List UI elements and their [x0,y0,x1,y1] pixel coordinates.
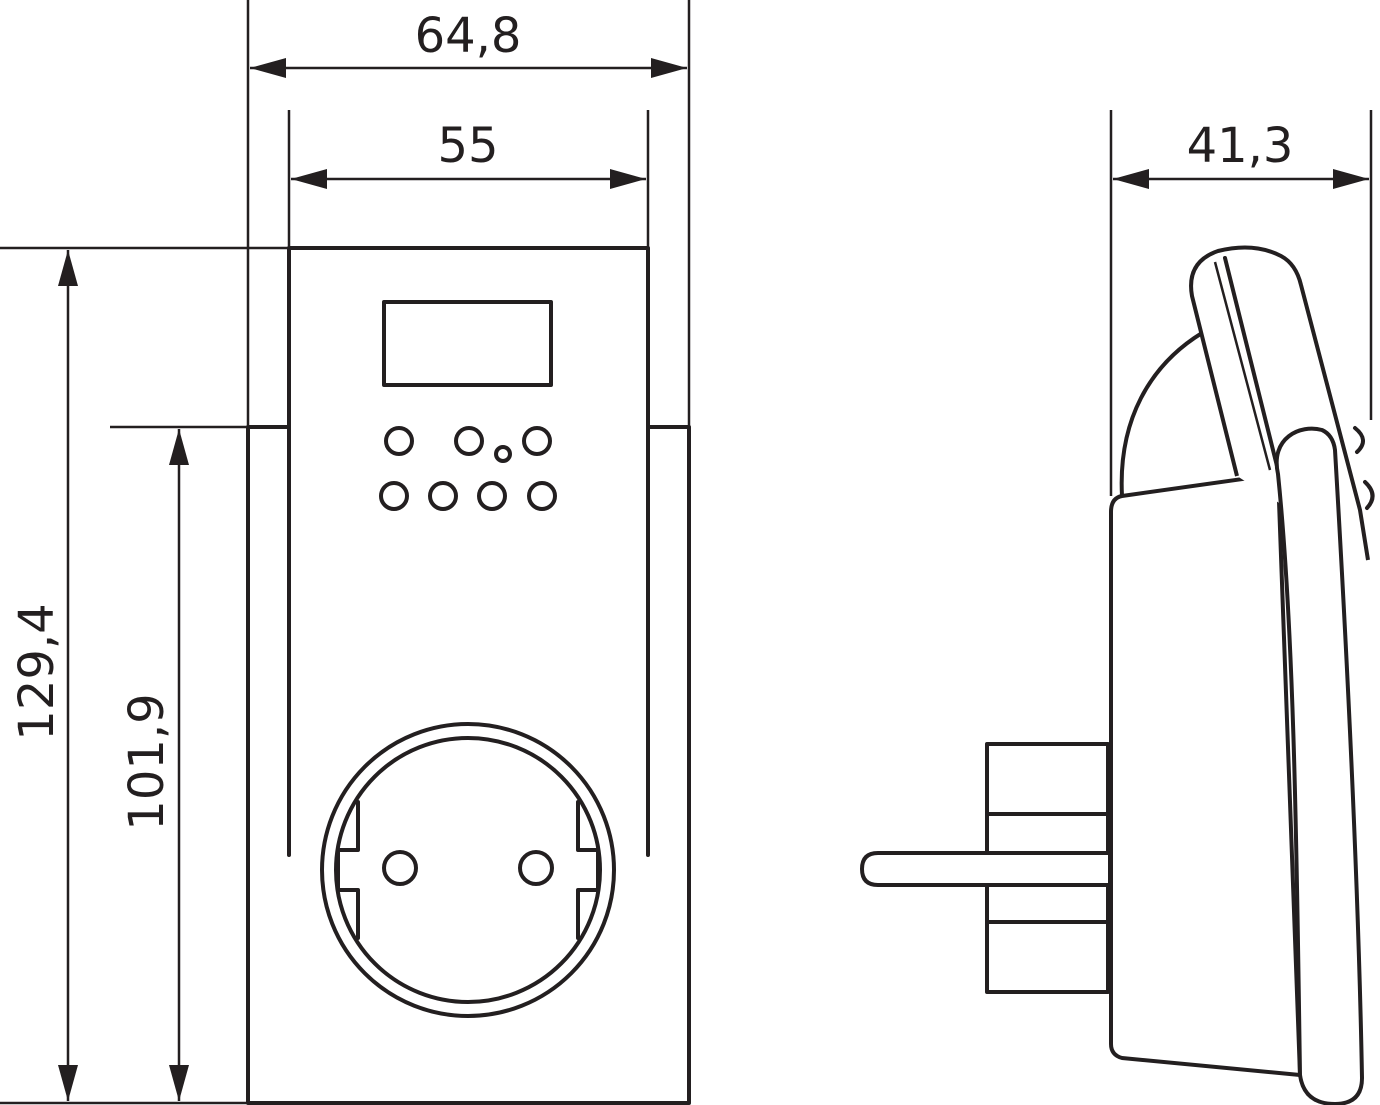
socket-earth-clip-left [336,800,360,940]
dim-arrow [1113,169,1149,189]
dim-arrow [58,1065,78,1101]
indicator-led [494,445,512,463]
button-circle [477,481,507,511]
side-front-panel [1274,426,1364,1105]
side-rear-dome [1119,331,1204,498]
dim-label-body-width: 55 [437,118,498,174]
button-circle [384,426,414,456]
dim-label-side-depth: 41,3 [1187,118,1294,174]
side-bump [1353,426,1365,454]
dim-label-frame-height: 101,9 [119,693,175,830]
dim-arrow [610,169,646,189]
dim-arrow [169,429,189,465]
side-bump [1363,480,1375,510]
socket-pin-hole [518,850,554,886]
dim-arrow [169,1065,189,1101]
socket-outer-ring [320,722,616,1018]
dim-arrow [58,250,78,286]
dim-label-overall-width: 64,8 [415,8,522,64]
socket-inner-ring [334,736,602,1004]
side-view [860,245,1375,1105]
dim-arrow [250,58,286,78]
socket-earth-clip-right [576,800,600,940]
button-circle [454,426,484,456]
socket-pin-hole [382,850,418,886]
plug-base-rib [985,812,1110,924]
button-circle [527,481,557,511]
dim-label-overall-height: 129,4 [9,603,65,740]
front-outer-frame [246,425,691,1105]
display-window [382,300,553,387]
dim-arrow [651,58,687,78]
side-head-seam [1223,256,1280,472]
dim-arrow [1333,169,1369,189]
button-circle [379,481,409,511]
side-head-seam-inner [1213,261,1272,471]
dim-arrow [291,169,327,189]
button-circle [428,481,458,511]
button-circle [522,426,552,456]
side-housing [1109,472,1302,1077]
plug-pin [860,851,1108,887]
front-inner-body [287,246,650,857]
front-view [246,246,691,1105]
